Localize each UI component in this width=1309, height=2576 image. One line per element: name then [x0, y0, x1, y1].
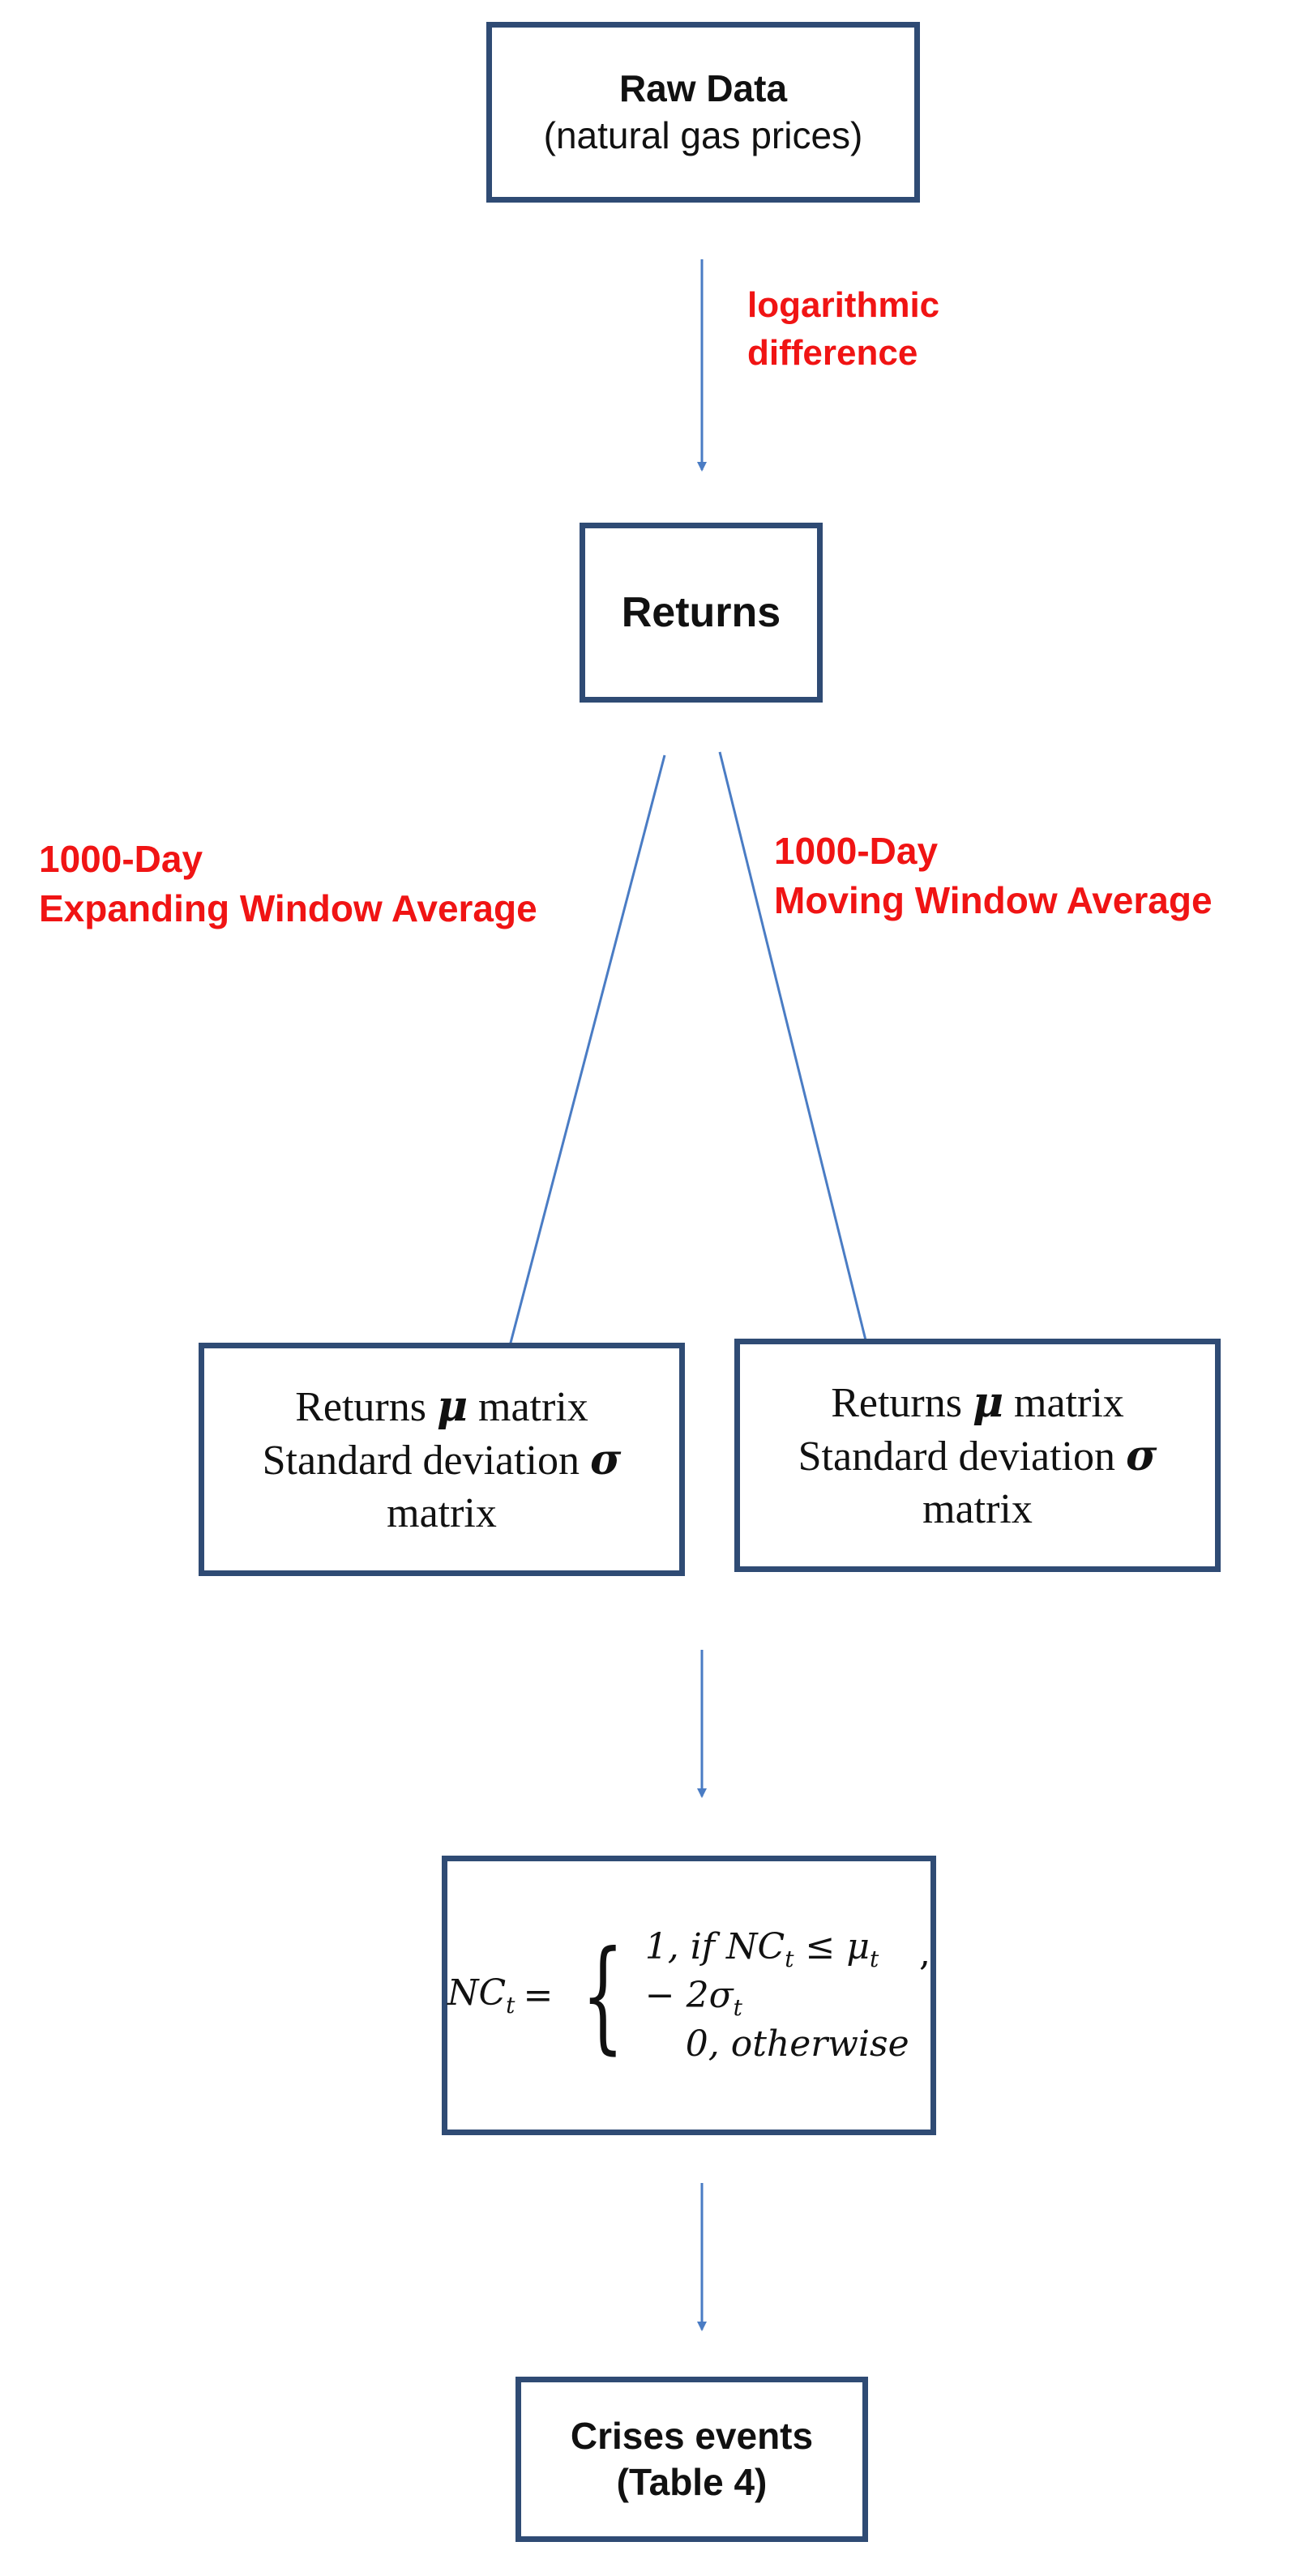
matrix-right-sigma-symbol: σ — [1126, 1430, 1157, 1480]
formula-equals: = — [523, 1975, 554, 2016]
formula-trailing-comma: , — [919, 1933, 930, 1975]
moving-window-line-1: 1000-Day — [774, 830, 939, 872]
crises-events-node: Crises events (Table 4) — [515, 2377, 868, 2542]
expanding-window-line-1: 1000-Day — [39, 838, 203, 880]
formula-case-2: 0, otherwise — [685, 2023, 909, 2065]
moving-window-label: 1000-Day Moving Window Average — [774, 827, 1213, 925]
raw-data-title: Raw Data — [618, 67, 788, 109]
expanding-matrix-node: Returns μ matrix Standard deviation σ ma… — [199, 1343, 685, 1576]
returns-title: Returns — [621, 588, 781, 636]
matrix-right-line-2: Standard deviation σ — [798, 1429, 1157, 1483]
matrix-left-mu-symbol: μ — [436, 1381, 468, 1431]
formula-node: NCt = { 1, if NCt ≤ μt − 2σt 0, otherwis… — [442, 1856, 936, 2135]
matrix-right-line-1: Returns μ matrix — [831, 1376, 1124, 1429]
matrix-left-line-1: Returns μ matrix — [295, 1380, 588, 1433]
log-difference-line-2: difference — [747, 332, 918, 373]
matrix-left-returns-text: Returns — [295, 1383, 426, 1430]
crises-title: Crises events — [570, 2414, 814, 2457]
moving-window-line-2: Moving Window Average — [774, 879, 1213, 922]
matrix-left-matrix-word: matrix — [478, 1383, 588, 1430]
matrix-left-sigma-symbol: σ — [590, 1434, 622, 1485]
formula-case-1: 1, if NCt ≤ μt − 2σt — [644, 1926, 879, 2021]
matrix-right-mu-symbol: μ — [972, 1377, 1004, 1427]
crises-subtitle: (Table 4) — [616, 2461, 768, 2503]
matrix-right-returns-text: Returns — [831, 1379, 962, 1426]
matrix-left-line-3: matrix — [387, 1489, 497, 1536]
matrix-left-line-2: Standard deviation σ — [263, 1433, 622, 1487]
log-difference-line-1: logarithmic — [747, 285, 940, 325]
crisis-indicator-formula: NCt = { 1, if NCt ≤ μt − 2σt 0, otherwis… — [447, 1925, 930, 2066]
expanding-window-line-2: Expanding Window Average — [39, 887, 537, 930]
matrix-right-std-text: Standard deviation — [798, 1433, 1115, 1480]
matrix-right-line-3: matrix — [922, 1485, 1033, 1532]
formula-cases: 1, if NCt ≤ μt − 2σt 0, otherwise — [645, 1925, 919, 2066]
matrix-right-matrix-word: matrix — [1014, 1379, 1124, 1426]
formula-lhs: NCt — [447, 1972, 515, 2019]
raw-data-node: Raw Data (natural gas prices) — [486, 22, 920, 203]
returns-node: Returns — [580, 523, 823, 703]
formula-brace-icon: { — [581, 1925, 625, 2066]
expanding-window-label: 1000-Day Expanding Window Average — [39, 835, 537, 933]
matrix-left-std-text: Standard deviation — [262, 1437, 580, 1484]
log-difference-label: logarithmic difference — [747, 282, 939, 377]
moving-matrix-node: Returns μ matrix Standard deviation σ ma… — [734, 1339, 1221, 1572]
raw-data-subtitle: (natural gas prices) — [543, 113, 863, 156]
